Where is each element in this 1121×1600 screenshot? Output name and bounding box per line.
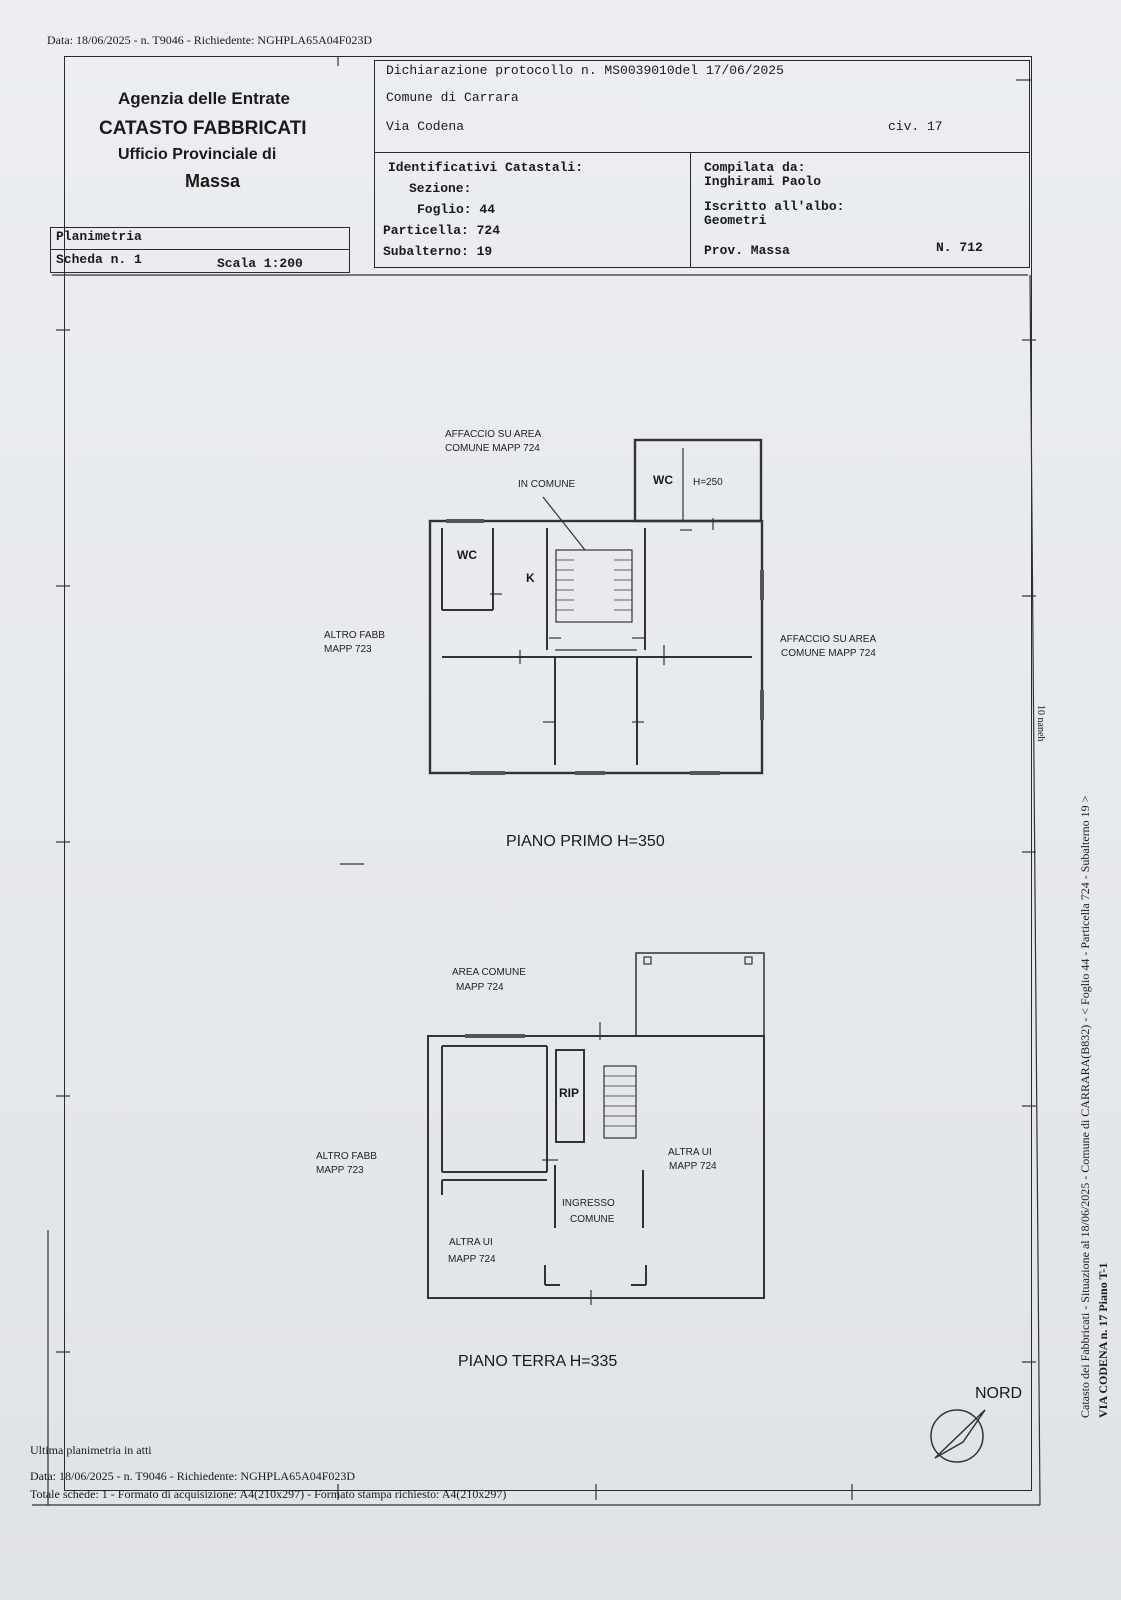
pt-area-comune-2: MAPP 724 bbox=[456, 982, 504, 993]
pp-h250: H=250 bbox=[693, 477, 723, 488]
albo-value: Geometri bbox=[704, 213, 767, 228]
agency-line4: Massa bbox=[185, 171, 241, 191]
top-header: Data: 18/06/2025 - n. T9046 - Richiedent… bbox=[47, 33, 373, 47]
albo-number: N. 712 bbox=[936, 240, 983, 255]
footer-line1: Ultima planimetria in atti bbox=[30, 1443, 152, 1457]
pp-altro-fabb-1: ALTRO FABB bbox=[324, 630, 385, 641]
pt-title: PIANO TERRA H=335 bbox=[458, 1353, 618, 1370]
side-text-1: Catasto dei Fabbricati - Situazione al 1… bbox=[1078, 795, 1092, 1418]
sezione: Sezione: bbox=[409, 181, 472, 196]
side-text-2: VIA CODENA n. 17 Piano T-1 bbox=[1096, 1262, 1110, 1418]
identifiers-title: Identificativi Catastali: bbox=[388, 160, 584, 175]
pt-altro-fabb-1: ALTRO FABB bbox=[316, 1151, 377, 1162]
pt-altra-ui-right-1: ALTRA UI bbox=[668, 1147, 712, 1158]
subalterno: Subalterno: 19 bbox=[383, 244, 493, 259]
pt-ingresso-1: INGRESSO bbox=[562, 1198, 615, 1209]
via-line: Via Codena bbox=[386, 119, 465, 134]
pp-affaccio-right-2: COMUNE MAPP 724 bbox=[781, 648, 876, 659]
north-label: NORD bbox=[975, 1385, 1023, 1402]
pp-wc-right: WC bbox=[653, 473, 673, 487]
comune-line: Comune di Carrara bbox=[386, 90, 519, 105]
pt-altra-ui-left-2: MAPP 724 bbox=[448, 1254, 496, 1265]
compiler-name: Inghirami Paolo bbox=[704, 174, 822, 189]
agency-line1: Agenzia delle Entrate bbox=[118, 89, 290, 108]
pt-rip: RIP bbox=[559, 1086, 580, 1100]
footer-line2: Data: 18/06/2025 - n. T9046 - Richiedent… bbox=[30, 1469, 356, 1483]
scheda-label: Scheda n. 1 bbox=[56, 252, 142, 267]
header-col-divider bbox=[690, 152, 691, 268]
pp-altro-fabb-2: MAPP 723 bbox=[324, 644, 372, 655]
civ-line: civ. 17 bbox=[888, 119, 943, 134]
planimetria-label: Planimetria bbox=[56, 229, 142, 244]
footer-line3: Totale schede: 1 - Formato di acquisizio… bbox=[30, 1487, 507, 1501]
pp-wc-left: WC bbox=[457, 548, 477, 562]
pt-altra-ui-right-2: MAPP 724 bbox=[669, 1161, 717, 1172]
pp-kitchen: K bbox=[526, 571, 535, 585]
outer-frame bbox=[64, 56, 1032, 1491]
side-mirrored-mark: 10 naneh bbox=[1035, 705, 1046, 742]
header-box bbox=[374, 60, 1030, 268]
header-divider bbox=[374, 152, 1030, 153]
agency-line3: Ufficio Provinciale di bbox=[118, 146, 277, 163]
pt-ingresso-2: COMUNE bbox=[570, 1214, 615, 1225]
pt-altro-fabb-2: MAPP 723 bbox=[316, 1165, 364, 1176]
scala-label: Scala 1:200 bbox=[217, 256, 303, 271]
compiler-label: Compilata da: bbox=[704, 160, 806, 175]
prov: Prov. Massa bbox=[704, 243, 790, 258]
agency-line2: CATASTO FABBRICATI bbox=[99, 118, 307, 139]
pt-area-comune-1: AREA COMUNE bbox=[452, 967, 526, 978]
sheet-info-divider bbox=[50, 249, 350, 250]
albo-label: Iscritto all'albo: bbox=[704, 199, 845, 214]
pt-altra-ui-left-1: ALTRA UI bbox=[449, 1237, 493, 1248]
pp-affaccio-top-1: AFFACCIO SU AREA bbox=[445, 429, 542, 440]
pp-affaccio-top-2: COMUNE MAPP 724 bbox=[445, 443, 540, 454]
pp-affaccio-right-1: AFFACCIO SU AREA bbox=[780, 634, 877, 645]
pp-in-comune: IN COMUNE bbox=[518, 479, 576, 490]
pp-title: PIANO PRIMO H=350 bbox=[506, 833, 665, 850]
protocol-line: Dichiarazione protocollo n. MS0039010del… bbox=[386, 63, 784, 78]
sheet-info-box bbox=[50, 227, 350, 273]
particella: Particella: 724 bbox=[383, 223, 501, 238]
foglio: Foglio: 44 bbox=[417, 202, 496, 217]
